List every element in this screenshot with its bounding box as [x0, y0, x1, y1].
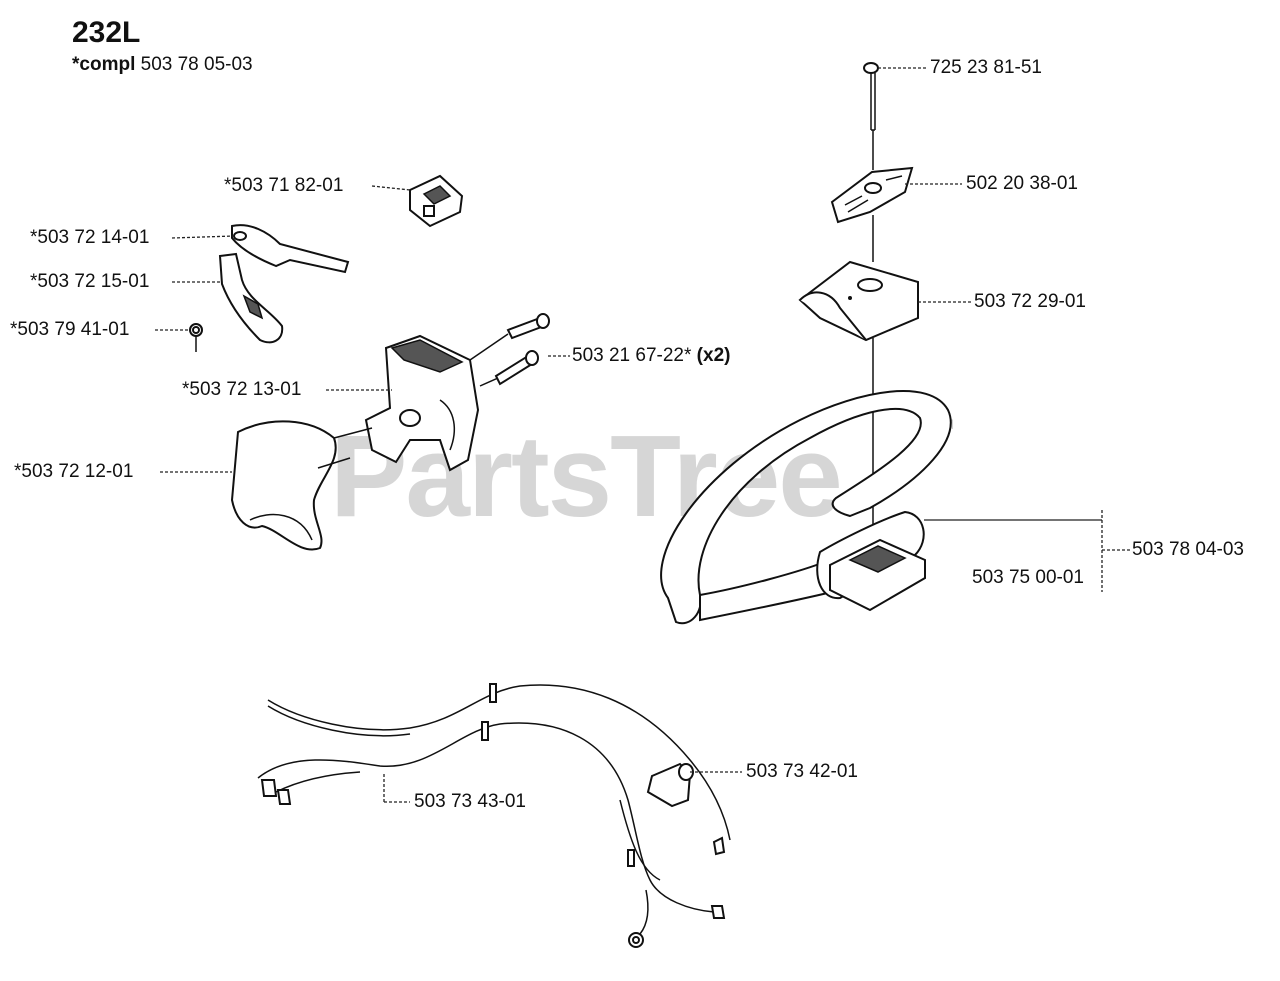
part-label-loop-handle: 503 75 00-01: [972, 567, 1084, 588]
part-label-handle-assembly: 503 78 04-03: [1132, 539, 1244, 560]
part-label-wire-harness: 503 73 43-01: [414, 791, 526, 812]
clamp-drawing: [798, 260, 919, 342]
spring-drawing: [189, 323, 203, 352]
upper-housing-drawing: [364, 334, 480, 472]
part-label-bolt: 503 21 67-22* (x2): [572, 345, 730, 367]
bolt-quantity: (x2): [696, 345, 731, 366]
screw-drawing: [863, 62, 879, 131]
part-label-clamp: 503 72 29-01: [974, 291, 1086, 312]
lower-housing-drawing: [230, 420, 373, 551]
throttle-lever-drawing: [218, 252, 284, 344]
part-label-cable: 503 73 42-01: [746, 761, 858, 782]
part-label-trigger: *503 72 14-01: [30, 227, 150, 248]
compl-part-number: 503 78 05-03: [140, 54, 253, 75]
part-label-switch: *503 71 82-01: [224, 175, 344, 196]
part-label-throttle-lever: *503 72 15-01: [30, 271, 150, 292]
bolt-part-number: 503 21 67-22*: [572, 345, 692, 366]
loop-handle-drawing: [660, 390, 952, 625]
bolts-drawing: [469, 313, 550, 387]
trigger-drawing: [231, 224, 350, 274]
part-label-lower-housing: *503 72 12-01: [14, 461, 134, 482]
cables-drawing: [257, 683, 731, 948]
leader-lines: [155, 67, 1130, 803]
compl-number: *compl 503 78 05-03: [72, 54, 253, 76]
part-label-upper-housing: *503 72 13-01: [182, 379, 302, 400]
compl-prefix: *compl: [72, 54, 136, 75]
knob-drawing: [830, 166, 914, 224]
part-label-spring: *503 79 41-01: [10, 319, 130, 340]
model-title: 232L: [72, 16, 141, 49]
switch-drawing: [409, 174, 464, 228]
part-label-screw: 725 23 81-51: [930, 57, 1042, 78]
part-label-knob: 502 20 38-01: [966, 173, 1078, 194]
